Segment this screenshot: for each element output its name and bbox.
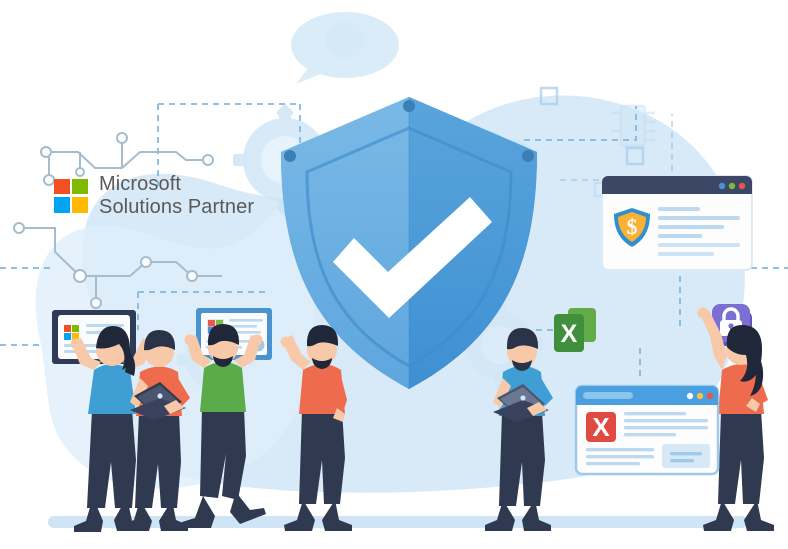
svg-text:X: X [561,320,578,348]
dot-red [738,182,746,190]
microsoft-solutions-partner-brand: Microsoft Solutions Partner [54,173,254,218]
browser-window-error[interactable]: X [574,384,720,476]
address-bar [583,392,633,399]
brand-text: Microsoft Solutions Partner [99,173,254,218]
person-woman-reaching-red [697,307,774,531]
dot-red [706,392,714,400]
browser-text-lines [586,412,708,466]
svg-text:X: X [592,412,610,442]
person-man-laptop-orange [122,330,190,531]
brand-line-2: Solutions Partner [99,195,255,218]
svg-text:$: $ [627,214,638,239]
speech-bubble [291,12,399,84]
brand-line-1: Microsoft [99,173,182,195]
chip-icon [611,104,655,148]
square-red [54,178,70,195]
microsoft-logo-small [64,325,79,340]
shield-inner-border [305,126,513,368]
circuit-lines [13,132,222,309]
microsoft-logo [54,178,88,213]
verified-checkmark [333,197,492,318]
person-man-laptop-blue [485,328,553,531]
shield-rivet-right [522,150,534,162]
dot-green [728,182,736,190]
person-man-waving-red [280,325,352,531]
shield-rivet-top [403,100,415,112]
excel-file-icon[interactable]: X [554,308,596,352]
person-man-cheering-green [182,324,266,528]
square-green [72,178,88,195]
browser-panel [662,444,710,468]
ground-bar [48,516,748,528]
dollar-shield-icon: $ [614,208,650,247]
dot-blue [718,182,726,190]
error-x-icon: X [586,412,616,442]
browser-text-lines [658,207,740,256]
security-shield [281,97,537,389]
dot-yellow [696,392,704,400]
browser-window-secure[interactable]: $ [601,175,753,271]
square-blue [54,196,70,213]
square-yellow [72,196,88,213]
dot-white [686,392,694,400]
shield-rivet-left [284,150,296,162]
